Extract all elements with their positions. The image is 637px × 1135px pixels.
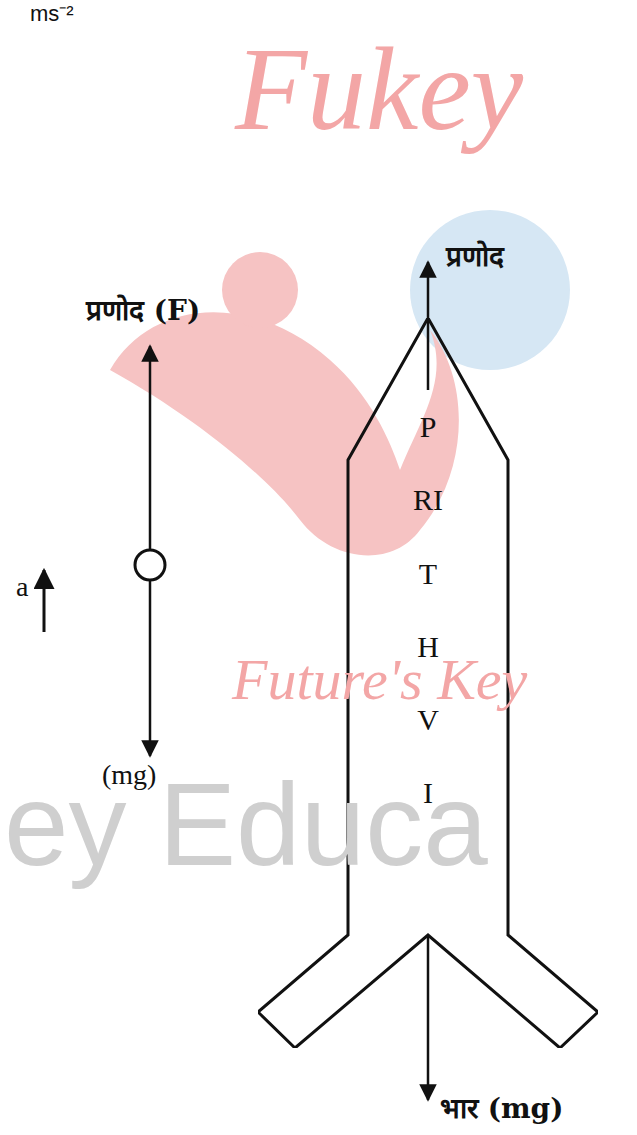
body-circle: [135, 550, 165, 580]
thrust-arrow: [149, 346, 152, 550]
weight-arrow: [149, 580, 152, 756]
logo-circle: [410, 210, 570, 370]
acceleration-label: a: [16, 572, 28, 603]
acceleration-arrow: [43, 570, 46, 632]
logo-head: [222, 252, 298, 328]
force-label: भार (mg): [440, 1094, 563, 1125]
watermark: ey Educa: [4, 762, 488, 890]
watermark: Future's Key: [232, 648, 527, 712]
logo-swoosh: [110, 312, 459, 555]
force-label: प्रणोद: [446, 242, 504, 273]
force-label: प्रणोद (F): [86, 296, 200, 327]
weight-arrow: [427, 935, 430, 1100]
unit-text: ms⁻²: [30, 2, 74, 26]
watermark: Fukey: [235, 25, 523, 155]
thrust-arrow: [427, 262, 430, 390]
